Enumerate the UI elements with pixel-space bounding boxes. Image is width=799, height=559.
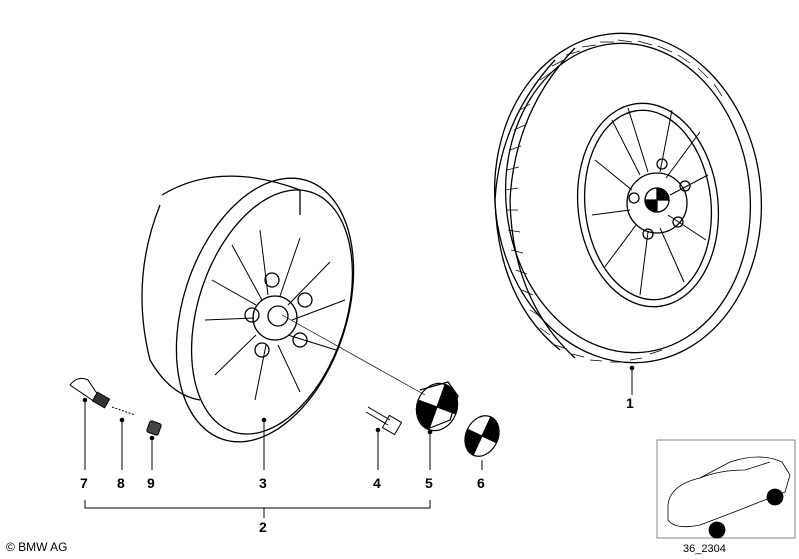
light-alloy-rim: [141, 175, 355, 443]
assembly-guide-line: [281, 314, 426, 396]
copyright-notice: © BMW AG: [6, 540, 68, 554]
callout-8: 8: [117, 475, 125, 491]
hub-cap: [415, 381, 459, 432]
diagram-reference-number: 36_2304: [683, 543, 726, 555]
callout-2: 2: [259, 519, 267, 535]
callout-4: 4: [373, 475, 381, 491]
callout-7: 7: [80, 475, 88, 491]
complete-wheel-with-tire: [493, 32, 763, 364]
callout-1: 1: [626, 395, 634, 411]
callout-leaders: [82, 365, 635, 518]
callout-5: 5: [425, 475, 433, 491]
wheel-bolt: [365, 406, 403, 436]
bmw-emblem: [464, 415, 500, 457]
valve-parts: [69, 377, 162, 436]
callout-9: 9: [147, 475, 155, 491]
callout-6: 6: [477, 475, 485, 491]
callout-3: 3: [259, 475, 267, 491]
vehicle-location-thumbnail: [656, 439, 796, 539]
